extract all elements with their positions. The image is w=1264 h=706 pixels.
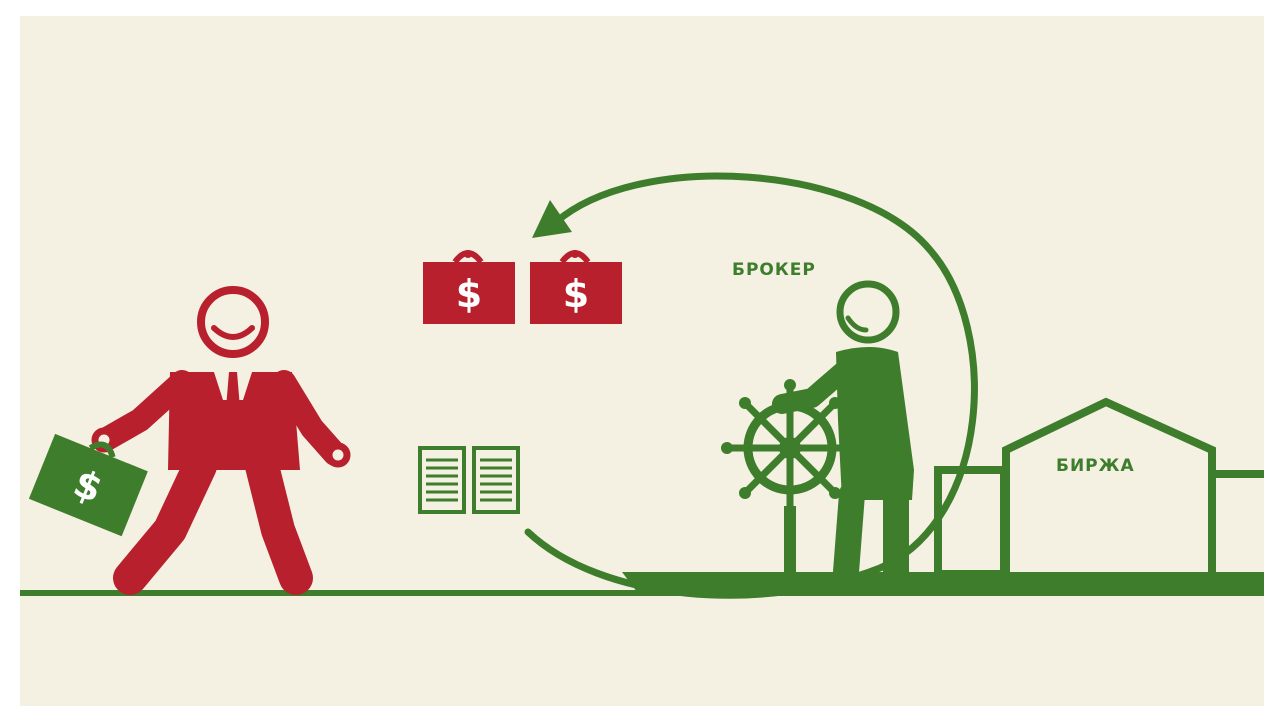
broker-left-leg [846, 494, 852, 572]
background [20, 16, 1264, 706]
bag-knot [571, 250, 579, 258]
investor-right-hand [329, 446, 347, 464]
broker-label: БРОКЕР [732, 260, 816, 280]
bag-dollar-sign: $ [456, 272, 482, 316]
exchange-label: БИРЖА [1056, 456, 1135, 476]
bag-knot [464, 250, 472, 258]
bag-dollar-sign: $ [563, 272, 589, 316]
